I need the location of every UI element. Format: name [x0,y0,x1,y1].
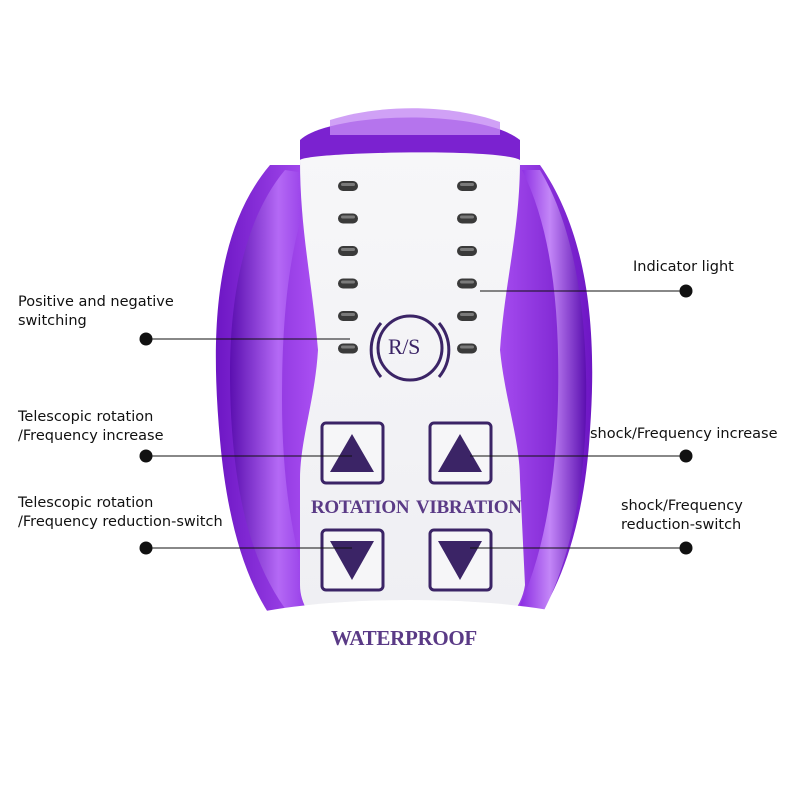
callout-text-line: Positive and negative [18,294,174,310]
rotation-label: ROTATION [311,497,410,518]
callout-text-line: Telescopic rotation [18,409,154,425]
indicator-light-highlight [460,345,474,349]
dot-icon [139,449,153,463]
callout-dots [139,284,693,555]
indicator-light-highlight [341,248,355,251]
waterproof-label: WATERPROOF [331,626,477,650]
indicator-light-highlight [460,248,474,251]
vibration-up-button[interactable] [428,421,493,485]
dot-icon [679,541,693,555]
vibration-label: VIBRATION [416,497,522,518]
callout-vibration-decrease: shock/Frequency reduction-switch [621,497,743,535]
indicator-column-right [457,181,477,354]
callout-text-line: Indicator light [633,259,734,275]
callout-rotation-decrease: Telescopic rotation /Frequency reduction… [18,494,223,532]
dot-icon [679,284,693,298]
indicator-column-left [338,181,358,354]
indicator-light-highlight [341,183,355,186]
callout-text-line: reduction-switch [621,517,742,533]
dot-icon [679,449,693,463]
triangle-down-icon [330,541,374,580]
indicator-light-highlight [341,215,355,219]
callout-text-line: /Frequency increase [18,428,164,444]
indicator-light-highlight [460,215,474,219]
dot-icon [139,541,153,555]
dot-icon [139,332,153,346]
callout-text-line: shock/Frequency increase [590,426,778,442]
mode-button-label: R/S [388,334,421,359]
indicator-light-highlight [460,280,474,284]
device-right-side [520,170,587,618]
rotation-up-button[interactable] [320,421,385,485]
callout-text-line: /Frequency reduction-switch [18,514,223,530]
triangle-up-icon [438,434,482,472]
rotation-down-button[interactable] [320,528,385,592]
callout-text-line: Telescopic rotation [18,495,154,511]
callout-text-line: shock/Frequency [621,498,743,514]
callout-lines [146,290,686,549]
callout-positive-negative: Positive and negative switching [18,293,174,331]
callout-vibration-increase: shock/Frequency increase [590,425,778,444]
triangle-down-icon [438,541,482,580]
indicator-light-highlight [341,345,355,349]
callout-text-line: switching [18,313,87,329]
mode-button[interactable] [369,314,451,382]
callout-indicator-light: Indicator light [633,258,734,277]
vibration-down-button[interactable] [428,528,493,592]
triangle-up-icon [330,434,374,472]
callout-rotation-increase: Telescopic rotation /Frequency increase [18,408,164,446]
rs-circle-icon [376,314,444,382]
indicator-light-highlight [460,183,474,186]
indicator-light-highlight [341,313,355,316]
indicator-light-highlight [460,313,474,316]
device-left-side [230,170,318,615]
indicator-light-highlight [341,280,355,284]
